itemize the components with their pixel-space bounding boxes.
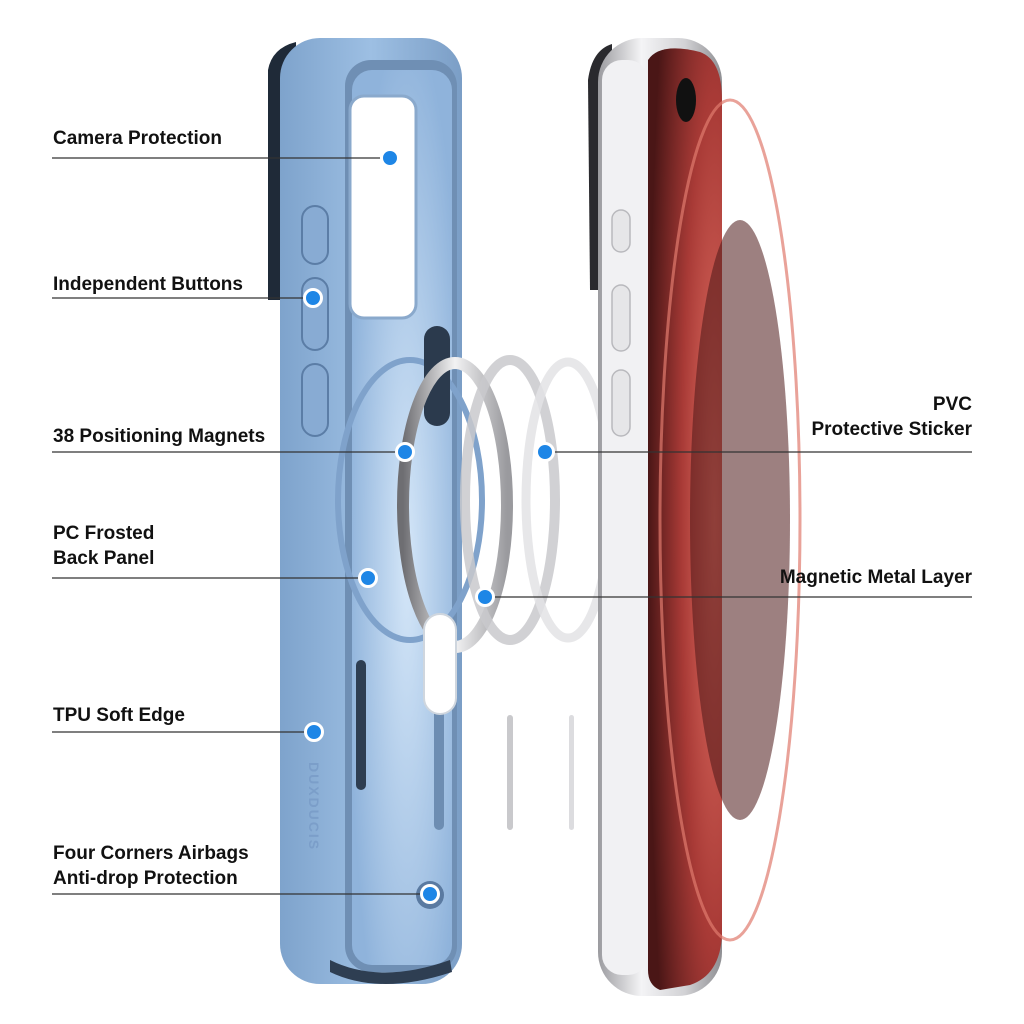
label-independent-buttons-text: Independent Buttons <box>53 274 243 295</box>
slot-2 <box>434 700 444 830</box>
label-magnetic-metal-layer-text: Magnetic Metal Layer <box>779 567 972 588</box>
phone-case <box>268 38 485 984</box>
brand-wordmark: DUXDUCIS <box>306 762 322 852</box>
callout-dot-pvc <box>535 442 555 462</box>
label-independent-buttons: Independent Buttons <box>53 272 243 297</box>
metal-strip-1 <box>507 715 513 830</box>
magsafe-ring-print <box>335 357 485 643</box>
magnet-tab <box>423 613 457 715</box>
label-tpu-soft-edge: TPU Soft Edge <box>53 703 185 728</box>
label-pc-frosted-line2: Back Panel <box>53 548 155 569</box>
label-four-corners-line2: Anti-drop Protection <box>53 868 238 889</box>
label-pc-frosted-back-panel: PC Frosted Back Panel <box>53 521 154 571</box>
side-button-3 <box>301 363 329 437</box>
callout-dot-tpu <box>304 722 324 742</box>
callout-dot-buttons <box>303 288 323 308</box>
phone-screen <box>648 48 722 990</box>
callout-dots <box>303 148 555 904</box>
case-bottom-dark <box>330 960 452 984</box>
metal-strip-2 <box>569 715 574 830</box>
magnet-ring-2 <box>460 355 560 645</box>
label-magnetic-metal-layer: Magnetic Metal Layer <box>780 565 972 590</box>
phone-button-1 <box>611 209 631 253</box>
dynamic-island <box>676 78 696 122</box>
label-four-corners-airbags: Four Corners Airbags Anti-drop Protectio… <box>53 841 249 891</box>
label-pc-frosted-line1: PC Frosted <box>53 523 155 544</box>
phone-button-2 <box>611 284 631 352</box>
label-pvc-line1: PVC <box>932 394 972 415</box>
callout-lines <box>52 157 972 895</box>
label-four-corners-line1: Four Corners Airbags <box>53 843 249 864</box>
label-pvc-protective-sticker: PVC Protective Sticker <box>811 392 972 442</box>
callout-dot-pc-panel <box>358 568 378 588</box>
iphone <box>588 38 802 996</box>
screen-wallpaper-arc <box>658 98 802 942</box>
camera-cutout <box>348 94 418 320</box>
callout-dot-metal <box>475 587 495 607</box>
callout-dot-corners <box>420 884 440 904</box>
callout-dot-magnets <box>395 442 415 462</box>
label-camera-protection-text: Camera Protection <box>53 128 222 149</box>
phone-side-rail <box>602 60 648 975</box>
side-button-1 <box>301 205 329 265</box>
callout-dot-camera <box>380 148 400 168</box>
label-tpu-soft-edge-text: TPU Soft Edge <box>53 705 185 726</box>
slot-1 <box>356 660 366 790</box>
label-camera-protection: Camera Protection <box>53 126 222 151</box>
label-positioning-magnets-text: 38 Positioning Magnets <box>53 426 266 447</box>
screen-wallpaper-arc-2 <box>690 220 790 820</box>
label-pvc-line2: Protective Sticker <box>811 419 972 440</box>
label-positioning-magnets: 38 Positioning Magnets <box>53 424 265 449</box>
phone-button-3 <box>611 369 631 437</box>
